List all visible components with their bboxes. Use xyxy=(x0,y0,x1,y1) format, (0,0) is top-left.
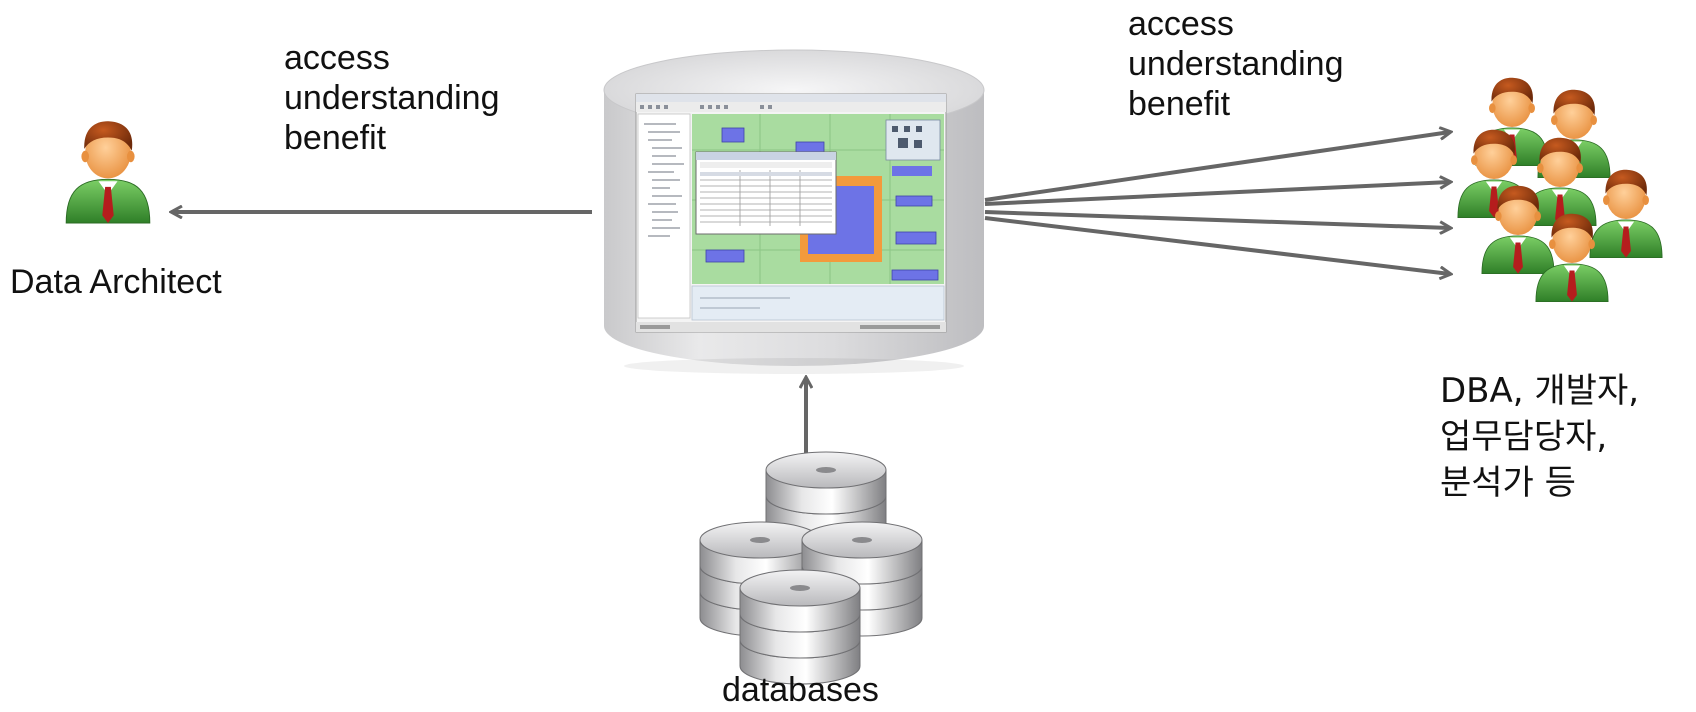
left-caption-line-1: access xyxy=(284,39,390,77)
right-caption-line-2: understanding xyxy=(1128,45,1344,83)
right-caption-line-3: benefit xyxy=(1128,85,1231,123)
users-group-caption: DBA, 개발자, 업무담당자, 분석가 등 xyxy=(1440,368,1639,506)
arrows-to-users xyxy=(984,132,1450,274)
users-caption-line-1: DBA, 개발자, xyxy=(1440,371,1640,411)
right-benefit-caption: access understanding benefit xyxy=(1128,4,1344,124)
left-caption-line-3: benefit xyxy=(284,119,387,157)
left-caption-line-2: understanding xyxy=(284,79,500,117)
users-caption-line-2: 업무담당자, xyxy=(1440,417,1608,457)
data-architect-label: Data Architect xyxy=(10,263,222,301)
left-benefit-caption: access understanding benefit xyxy=(284,38,500,158)
users-caption-line-3: 분석가 등 xyxy=(1440,463,1576,503)
databases-label: databases xyxy=(722,671,879,709)
data-architect-person-icon xyxy=(65,120,151,224)
right-caption-line-1: access xyxy=(1128,5,1234,43)
people-group-icon xyxy=(1457,77,1663,303)
